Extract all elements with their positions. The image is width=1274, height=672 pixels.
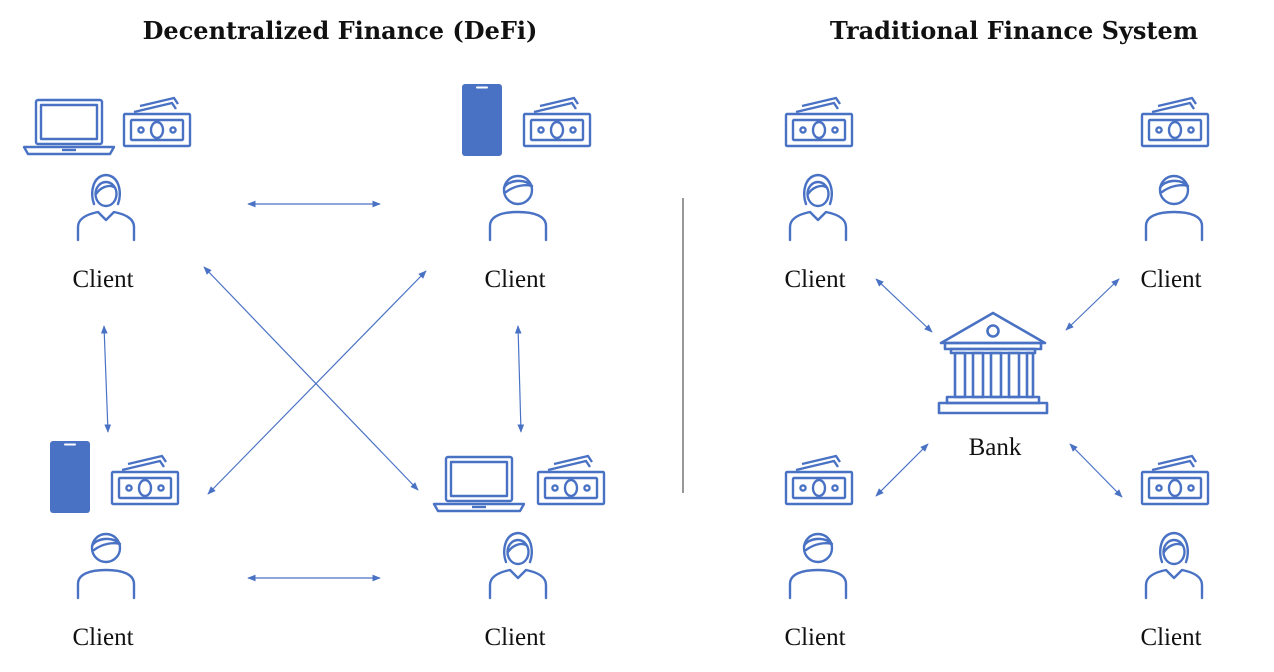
client-label: Client — [72, 624, 133, 651]
defi-connections — [100, 200, 525, 582]
traditional-title: Traditional Finance System — [830, 16, 1198, 45]
money-icon — [536, 454, 606, 506]
woman-icon — [76, 173, 136, 242]
money-icon — [784, 96, 854, 148]
money-icon — [522, 96, 592, 148]
client-label: Client — [784, 266, 845, 293]
arrow-diagonal-up — [207, 270, 427, 495]
arrow-left — [100, 325, 112, 433]
defi-title: Decentralized Finance (DeFi) — [143, 16, 538, 45]
laptop-icon — [432, 455, 526, 513]
traditional-connections — [875, 278, 1123, 498]
client-label: Client — [784, 624, 845, 651]
trad-client-top-right: Client — [1140, 96, 1210, 293]
client-label: Client — [484, 266, 545, 293]
defi-client-bottom-left: Client — [50, 441, 180, 651]
defi-client-top-right: Client — [462, 84, 592, 293]
money-icon — [1140, 96, 1210, 148]
client-label: Client — [1140, 624, 1201, 651]
bank-node: Bank — [937, 311, 1049, 461]
money-icon — [1140, 454, 1210, 506]
arrow-top-left — [875, 278, 933, 333]
laptop-icon — [22, 98, 116, 156]
money-icon — [110, 454, 180, 506]
bank-icon — [937, 311, 1049, 415]
man-icon — [1144, 174, 1204, 242]
woman-icon — [488, 531, 548, 600]
phone-icon — [462, 84, 502, 156]
client-label: Client — [1140, 266, 1201, 293]
trad-client-bottom-left: Client — [784, 454, 854, 651]
arrow-bottom-right — [1069, 443, 1123, 498]
phone-icon — [50, 441, 90, 513]
woman-icon — [1144, 531, 1204, 600]
man-icon — [788, 532, 848, 600]
money-icon — [122, 96, 192, 148]
trad-client-top-left: Client — [784, 96, 854, 293]
money-icon — [784, 454, 854, 506]
defi-client-top-left: Client — [22, 96, 192, 293]
client-label: Client — [72, 266, 133, 293]
client-label: Client — [484, 624, 545, 651]
man-icon — [488, 174, 548, 242]
arrow-bottom-left — [875, 443, 929, 497]
trad-client-bottom-right: Client — [1140, 454, 1210, 651]
defi-client-bottom-right: Client — [432, 454, 606, 651]
woman-icon — [788, 173, 848, 242]
man-icon — [76, 532, 136, 600]
bank-label: Bank — [969, 434, 1022, 461]
arrow-diagonal-down — [203, 266, 419, 491]
arrow-top-right — [1065, 278, 1120, 331]
arrow-right — [514, 325, 525, 433]
